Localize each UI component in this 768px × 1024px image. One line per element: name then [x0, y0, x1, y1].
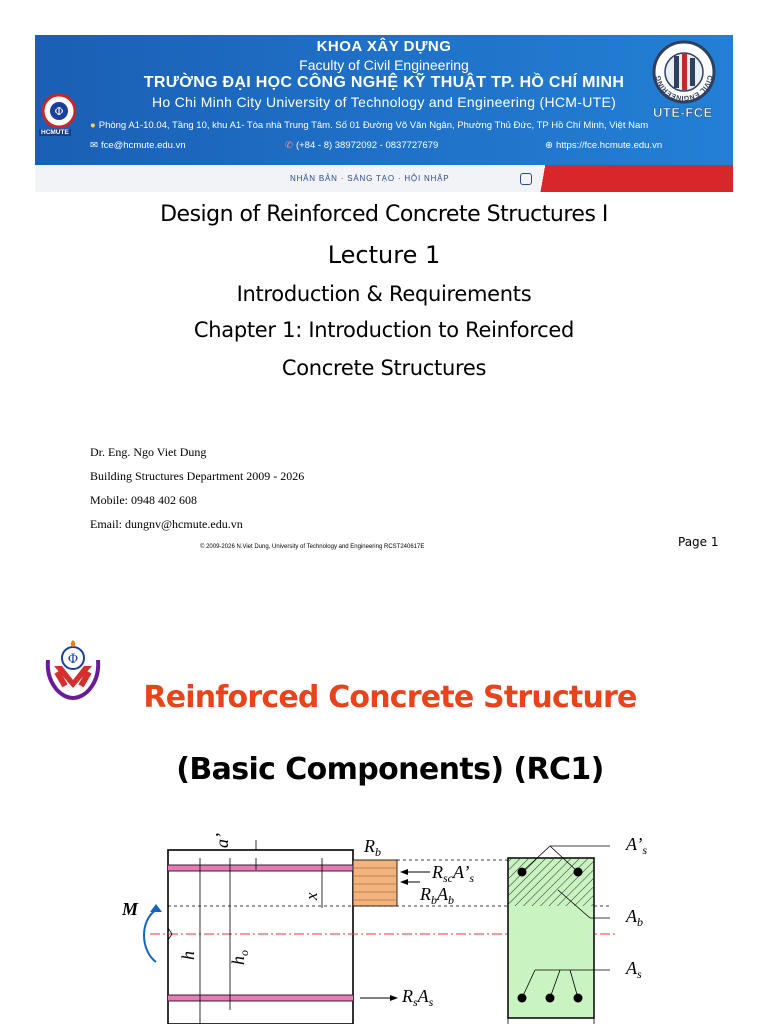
label-RscAs: RscA’s	[431, 862, 474, 885]
label-moment: M	[121, 899, 139, 919]
author-department: Building Structures Department 2009 - 20…	[90, 469, 305, 483]
label-Ab: Ab	[625, 906, 643, 929]
author-mobile: Mobile: 0948 402 608	[90, 493, 197, 507]
label-a-prime: a’	[212, 833, 232, 848]
chapter-title-line1: Chapter 1: Introduction to Reinforced	[193, 318, 575, 342]
lecture-topic: Introduction & Requirements	[236, 282, 532, 306]
website-text: https://fce.hcmute.edu.vn	[555, 140, 663, 151]
svg-text:Φ: Φ	[68, 652, 79, 667]
chapter-title-line2: Concrete Structures	[281, 356, 487, 380]
label-RsAs: RsAs	[401, 986, 434, 1009]
hcmute-logo-label: HCMUTE	[39, 129, 71, 136]
label-As-prime: A’s	[625, 834, 647, 857]
banner-website[interactable]: ⊕https://fce.hcmute.edu.vn	[545, 140, 662, 151]
label-Rb: Rb	[363, 836, 381, 859]
rc-section-diagram: a’ x h ho M Rb RscA’s RbAb RsAs A’s Ab A…	[121, 833, 647, 1024]
author-name: Dr. Eng. Ngo Viet Dung	[90, 445, 207, 459]
banner-phone: ✆(+84 - 8) 38972092 - 0837727679	[285, 140, 438, 151]
accent-red-bar	[503, 165, 733, 192]
header-banner: Φ HCMUTE KHOA XÂY DỰNG Faculty of Civil …	[35, 35, 733, 192]
banner-khoa: KHOA XÂY DỰNG	[316, 38, 452, 55]
slide-subtitle: (Basic Components) (RC1)	[176, 752, 604, 787]
banner-faculty: Faculty of Civil Engineering	[299, 57, 469, 73]
compression-zone	[508, 858, 594, 906]
phone-text: (+84 - 8) 38972092 - 0837727679	[295, 140, 439, 151]
compression-stress-block	[352, 859, 398, 907]
hcmute-logo-icon: Φ	[41, 93, 77, 129]
beam-elevation	[167, 849, 354, 1024]
motto-emblem-icon	[520, 173, 532, 185]
author-email[interactable]: Email: dungnv@hcmute.edu.vn	[90, 517, 243, 531]
moment-arrow	[143, 909, 157, 963]
banner-email[interactable]: ✉fce@hcmute.edu.vn	[90, 140, 186, 151]
lecture-number: Lecture 1	[327, 241, 441, 269]
address-text: Phòng A1-10.04, Tầng 10, khu A1- Tòa nhà…	[98, 120, 649, 131]
label-h: h	[178, 951, 198, 960]
svg-text:Φ: Φ	[54, 105, 63, 118]
mail-icon: ✉	[90, 140, 98, 151]
label-h0: ho	[228, 950, 251, 965]
university-emblem-icon: Φ	[45, 640, 101, 701]
globe-icon: ⊕	[545, 140, 553, 151]
email-text: fce@hcmute.edu.vn	[100, 140, 186, 151]
banner-truong: TRƯỜNG ĐẠI HỌC CÔNG NGHỆ KỸ THUẬT TP. HỒ…	[143, 74, 625, 91]
copyright-notice: © 2009-2026 N.Viet Dung, University of T…	[200, 544, 425, 550]
phone-icon: ✆	[285, 140, 293, 151]
label-As: As	[625, 958, 642, 981]
ute-fce-logo-label: UTE-FCE	[653, 105, 713, 121]
page-number: Page 1	[678, 535, 719, 549]
banner-address: ●Phòng A1-10.04, Tầng 10, khu A1- Tòa nh…	[90, 120, 648, 131]
ute-fce-logo-icon: CIVIL ENGINEERING	[652, 40, 716, 104]
banner-motto: NHÂN BẢN · SÁNG TẠO · HỘI NHẬP	[290, 174, 450, 183]
course-title: Design of Reinforced Concrete Structures…	[160, 202, 608, 227]
slide-title: Reinforced Concrete Structure	[143, 680, 637, 715]
label-RbAb: RbAb	[419, 884, 454, 907]
label-x: x	[302, 892, 321, 901]
location-pin-icon: ●	[90, 120, 96, 131]
banner-university: Ho Chi Minh City University of Technolog…	[151, 94, 617, 110]
